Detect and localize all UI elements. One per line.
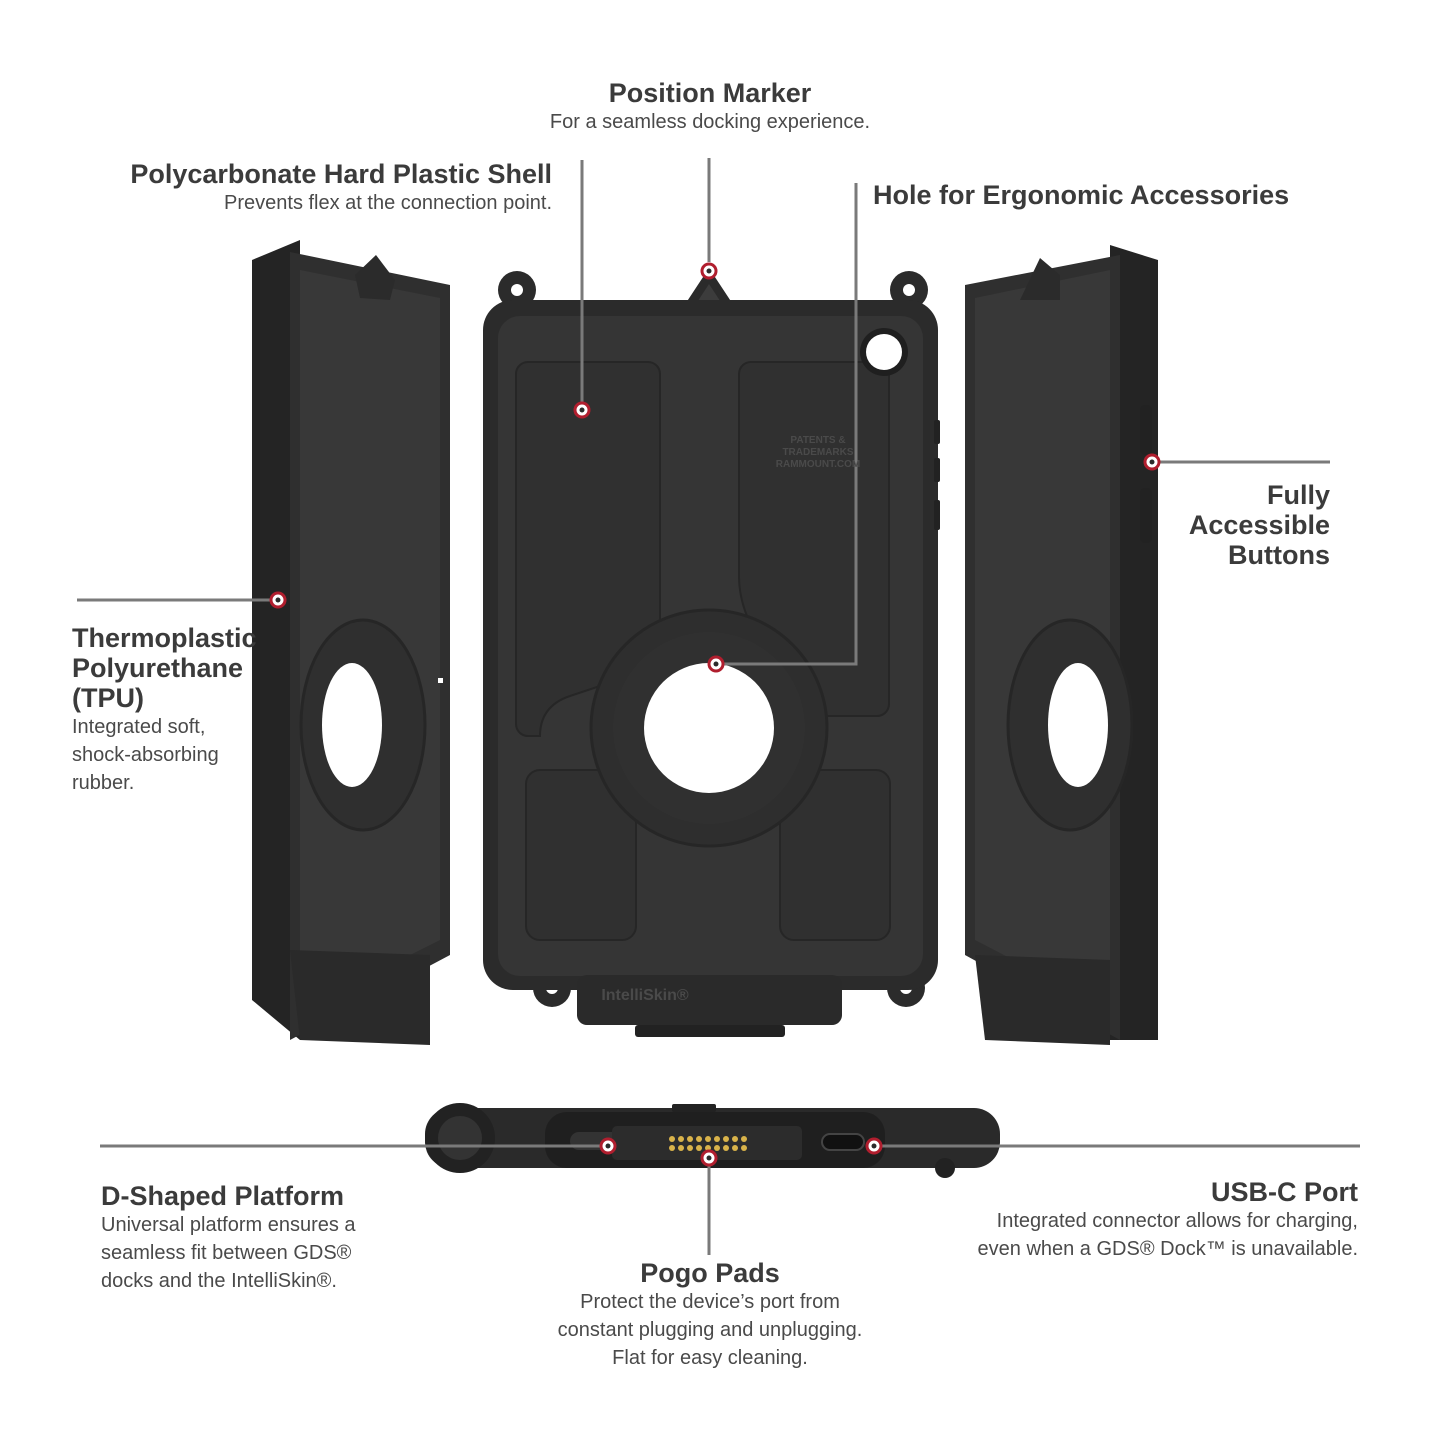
center-case (483, 268, 940, 1037)
d-platform-desc-2: seamless fit between GDS® (101, 1242, 352, 1264)
callout-pogo: Pogo Pads Protect the device’s port from… (490, 1258, 930, 1372)
bottom-platform-view (425, 1103, 1000, 1178)
d-platform-title: D-Shaped Platform (101, 1181, 345, 1211)
pogo-title: Pogo Pads (640, 1258, 780, 1288)
tpu-title-2: Polyurethane (72, 653, 244, 683)
callout-buttons: Fully Accessible Buttons (1150, 480, 1330, 570)
patent-line-2: TRADEMARKS (782, 447, 853, 458)
brand-emboss: IntelliSkin® (601, 987, 689, 1004)
leader-lines (77, 158, 1360, 1255)
callout-usbc: USB-C Port Integrated connector allows f… (910, 1177, 1358, 1263)
patent-line-1: PATENTS & (790, 435, 845, 446)
d-platform-desc-1: Universal platform ensures a (101, 1214, 356, 1236)
patent-emboss: PATENTS & TRADEMARKS RAMMOUNT.COM (776, 435, 860, 470)
buttons-title-2: Accessible (1188, 510, 1330, 540)
tpu-desc-1: Integrated soft, (72, 716, 206, 738)
ergonomic-title: Hole for Ergonomic Accessories (873, 180, 1290, 210)
polycarbonate-title: Polycarbonate Hard Plastic Shell (130, 159, 552, 189)
usbc-desc-1: Integrated connector allows for charging… (996, 1210, 1358, 1232)
d-platform-desc-3: docks and the IntelliSkin®. (101, 1270, 337, 1292)
usbc-title: USB-C Port (1211, 1177, 1358, 1207)
position-marker-desc: For a seamless docking experience. (549, 111, 871, 133)
pogo-desc-2: constant plugging and unplugging. (557, 1319, 863, 1341)
polycarbonate-desc: Prevents flex at the connection point. (224, 192, 552, 214)
pogo-desc-1: Protect the device’s port from (580, 1291, 840, 1313)
callout-tpu: Thermoplastic Polyurethane (TPU) Integra… (72, 623, 272, 797)
right-case (965, 245, 1158, 1045)
callout-position-marker: Position Marker For a seamless docking e… (480, 78, 940, 136)
buttons-title-3: Buttons (1228, 540, 1330, 570)
tpu-desc-3: rubber. (72, 772, 135, 794)
callout-d-platform: D-Shaped Platform Universal platform ens… (101, 1181, 431, 1295)
marker-dots (275, 268, 1155, 1161)
buttons-title-1: Fully (1266, 480, 1330, 510)
tpu-title-3: (TPU) (72, 683, 144, 713)
callout-ergonomic-hole: Hole for Ergonomic Accessories (873, 180, 1393, 210)
left-case (252, 240, 450, 1045)
tpu-desc-2: shock-absorbing (72, 744, 219, 766)
tpu-title-1: Thermoplastic (72, 623, 257, 653)
callout-polycarbonate: Polycarbonate Hard Plastic Shell Prevent… (60, 159, 552, 217)
usbc-desc-2: even when a GDS® Dock™ is unavailable. (977, 1238, 1358, 1260)
pogo-desc-3: Flat for easy cleaning. (612, 1347, 808, 1369)
patent-line-3: RAMMOUNT.COM (776, 459, 860, 470)
position-marker-title: Position Marker (608, 78, 812, 108)
pogo-pins (669, 1136, 747, 1151)
